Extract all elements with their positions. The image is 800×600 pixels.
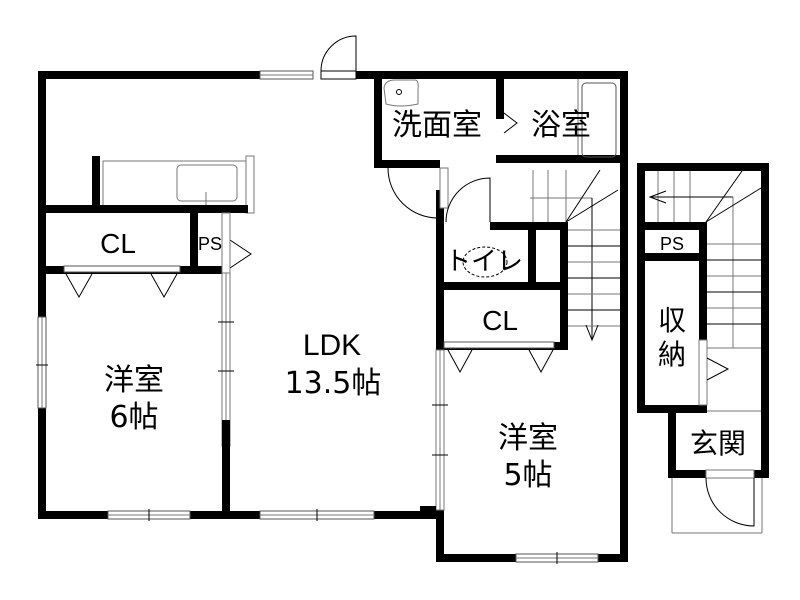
door-swing-entrance [705,477,755,527]
room-label-entrance: 玄関 [690,427,746,460]
room-label-closet-b: CL [482,305,518,336]
room-label-closet-a: CL [100,228,136,259]
room-label-storage-1: 収 [658,304,686,337]
room-label-washroom: 洗面室 [392,108,482,143]
closet-door-d [528,349,554,374]
stairs-main [530,169,620,342]
room-label-western6-size: 6帖 [109,400,158,435]
door-swing-toilet [445,177,491,223]
kitchen-counter [92,155,255,214]
room-label-ldk-size: 13.5帖 [285,366,382,401]
door-swing-washroom [387,167,439,219]
toilet-area [436,177,568,374]
closet-door-c [447,349,473,374]
room-label-toilet: トイレ [445,247,523,277]
room-label-bathroom: 浴室 [531,108,591,143]
door-swing-top [320,35,357,72]
room-label-ps-b: PS [660,234,684,254]
room-label-western6-name: 洋室 [104,363,164,398]
room-label-ps-a: PS [198,234,222,254]
room-label-western5-size: 5帖 [503,458,552,493]
closet-door-a [65,273,93,299]
closet-door-b [150,273,178,299]
room-label-storage-2: 納 [658,338,686,371]
wet-area [374,71,620,219]
room-label-western5-name: 洋室 [498,421,558,456]
annex [637,163,769,534]
room-label-ldk-name: LDK [303,329,361,362]
